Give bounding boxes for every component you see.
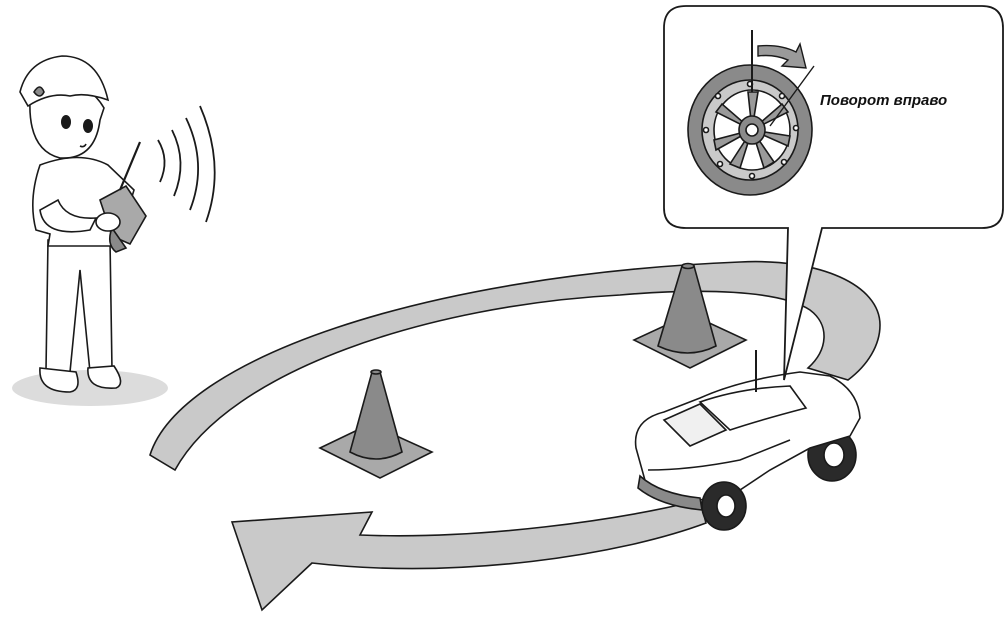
radio-wave-4 [200,106,215,222]
cone-left-body [350,372,402,459]
turn-right-label: Поворот вправо [820,92,947,109]
radio-wave-3 [186,118,198,210]
truck-rear-hub [824,443,844,467]
transmitter-antenna [120,142,140,190]
rc-truck [636,350,860,530]
track-front-band [232,500,706,610]
steering-wheel-illustration [688,65,812,195]
truck-front-hub [717,495,735,517]
boy-eye-right [83,119,93,133]
boy-legs [46,240,112,372]
radio-wave-1 [158,140,165,182]
cone-left-tip [371,370,381,374]
hub-center [746,124,758,136]
radio-waves [158,106,215,222]
radio-wave-2 [172,130,181,196]
cone-left [320,370,432,478]
cone-right-tip [682,264,694,269]
boy-eye-left [61,115,71,129]
boy-with-transmitter [12,56,168,406]
boy-hand [96,213,120,231]
